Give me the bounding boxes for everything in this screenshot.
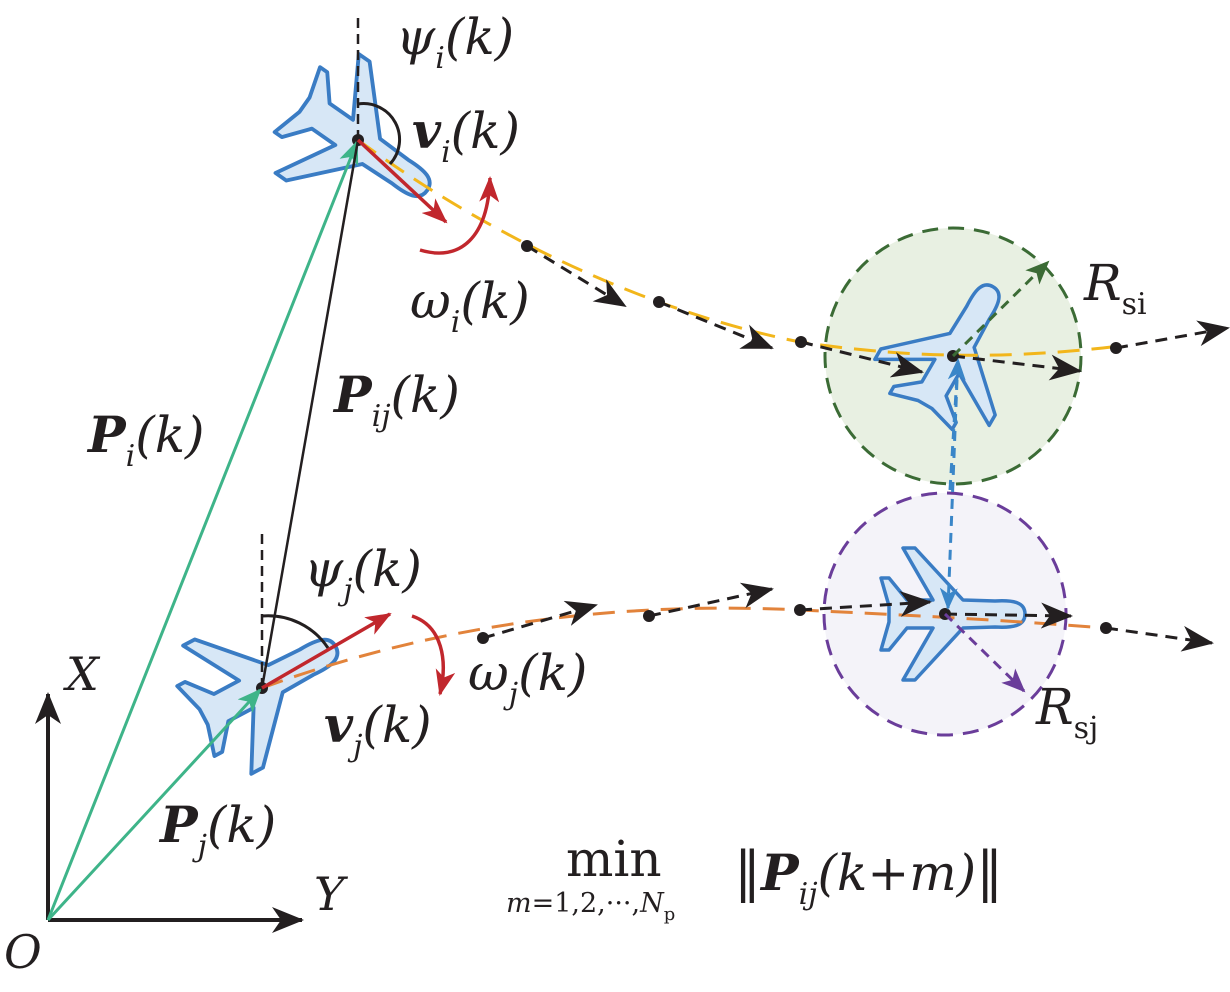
heading-arc-j [261,614,330,649]
turn-rate-i-label: ωi(k) [410,272,530,340]
objective-formula: min m=1,2,···,Np ‖Pij(k+m)‖ [506,830,1003,925]
position-vector-i [46,140,359,921]
radius-i-arrow [951,260,1050,358]
safety-radius-i-label: Rsi [1083,254,1147,322]
position-vector-j [46,688,262,922]
predicted-steps-i [526,244,1230,381]
y-axis-label: Y [314,867,349,921]
turn-rate-arc-i [419,176,500,255]
heading-i-label: ψi(k) [396,8,514,76]
objective-norm: ‖Pij(k+m)‖ [734,840,1003,912]
relative-position-label: Pij(k) [332,365,460,434]
heading-j-label: ψj(k) [304,540,422,608]
turn-rate-arc-j [411,614,456,696]
velocity-vector-i [356,138,448,224]
x-axis-label: X [63,647,101,701]
position-j-label: Pj(k) [158,795,276,864]
velocity-vector-j [261,612,392,690]
position-i-label: Pi(k) [86,405,205,474]
objective-operator: min [566,830,662,888]
trajectory-j [261,606,1106,690]
radius-j-arrow [943,612,1026,693]
safety-radius-j-label: Rsj [1035,678,1098,746]
origin-label: O [4,925,42,979]
relative-position-vector [260,139,360,689]
predicted-steps-j [482,582,1214,652]
velocity-j-label: vj(k) [324,695,432,764]
turn-rate-j-label: ωj(k) [468,644,587,712]
velocity-i-label: vi(k) [412,101,520,170]
heading-arc-i [357,102,401,166]
objective-index: m=1,2,···,Np [506,888,675,925]
separation-down-arrow [939,379,959,610]
